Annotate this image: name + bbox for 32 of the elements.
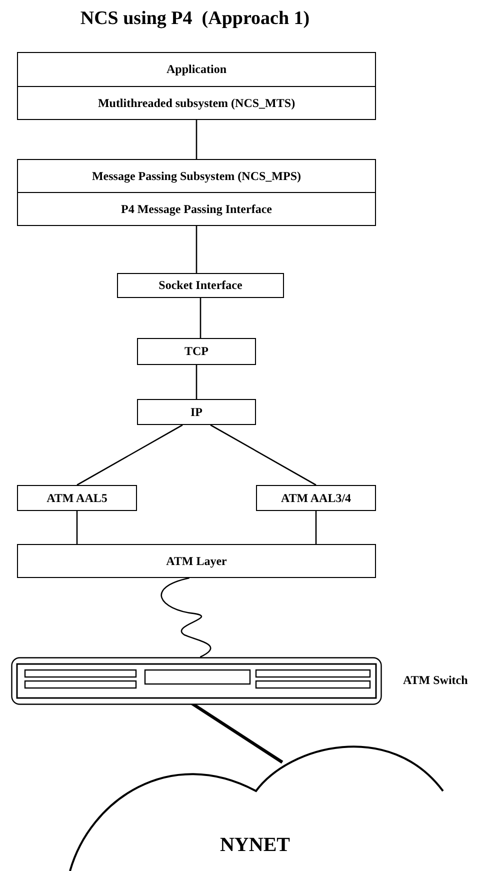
layer-label: ATM AAL5: [46, 490, 108, 506]
layer-box: [137, 338, 256, 365]
layer-box: [17, 485, 137, 511]
layer-label: TCP: [184, 344, 208, 359]
network-label: NYNET: [220, 834, 290, 857]
device-label: ATM Switch: [403, 673, 468, 688]
layer-label: Mutlithreaded subsystem (NCS_MTS): [98, 96, 296, 110]
layer-label: Application: [166, 62, 226, 77]
layer-label: IP: [190, 404, 202, 420]
layer-label: ATM AAL3/4: [280, 490, 352, 506]
layer-box: [117, 273, 284, 298]
connector-line: [196, 365, 198, 399]
layer-box: [17, 159, 376, 193]
connector-line: [76, 424, 183, 486]
layer-box: [17, 52, 376, 87]
layer-label: P4 Message Passing Interface: [121, 202, 272, 216]
connector-line: [196, 226, 198, 273]
layer-label: ATM Layer: [166, 554, 227, 568]
layer-label: Socket Interface: [158, 278, 242, 293]
layer-label: Message Passing Subsystem (NCS_MPS): [92, 168, 301, 184]
layer-box: [256, 485, 376, 511]
cable-line: [160, 577, 212, 658]
connector-line: [196, 120, 198, 159]
layer-box: [17, 86, 376, 120]
layer-box: [17, 192, 376, 226]
connector-line: [210, 424, 316, 486]
layer-box: [17, 544, 376, 578]
layer-box: [137, 399, 256, 425]
connector-line: [315, 511, 317, 544]
connector-line: [76, 511, 78, 544]
diagram-title: NCS using P4 (Approach 1): [79, 8, 311, 30]
connector-line: [200, 298, 202, 338]
